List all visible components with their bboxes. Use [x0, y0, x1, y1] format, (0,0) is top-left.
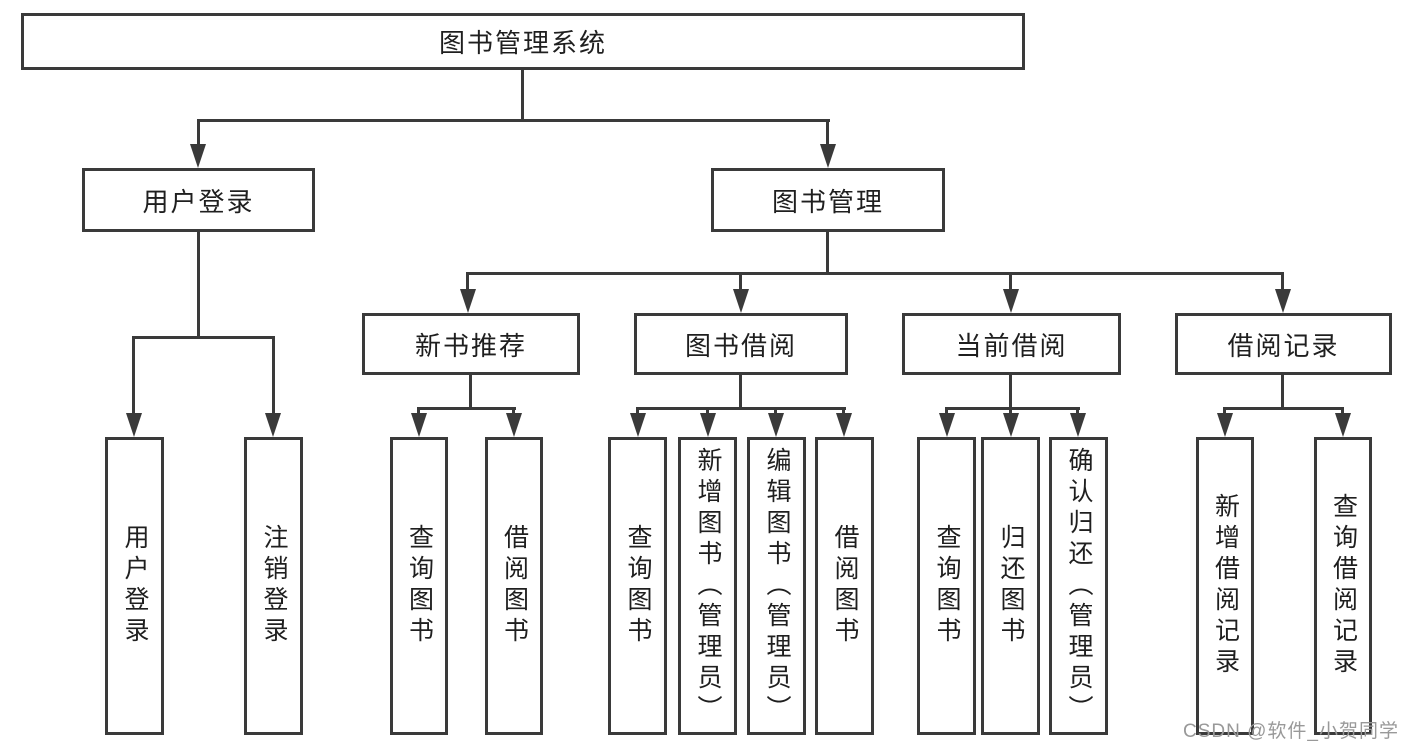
- connector-line: [417, 407, 516, 410]
- node-confirm-return-admin: 确认归还（管理员）: [1049, 437, 1108, 735]
- arrow-down-icon: [506, 413, 522, 437]
- connector-line: [417, 407, 420, 416]
- connector-line: [774, 407, 777, 416]
- connector-line: [466, 272, 469, 292]
- leaf-label: 查询借阅记录: [1329, 493, 1358, 679]
- arrow-down-icon: [630, 413, 646, 437]
- arrow-down-icon: [768, 413, 784, 437]
- node-borrow-books-2: 借阅图书: [815, 437, 874, 735]
- node-add-book-admin: 新增图书（管理员）: [678, 437, 737, 735]
- node-book-management: 图书管理: [711, 168, 945, 232]
- leaf-label: 查询图书: [933, 524, 961, 648]
- arrow-down-icon: [1070, 413, 1086, 437]
- node-borrow-books-1: 借阅图书: [485, 437, 543, 735]
- arrow-down-icon: [411, 413, 427, 437]
- connector-line: [512, 407, 515, 416]
- arrow-down-icon: [1003, 413, 1019, 437]
- connector-line: [132, 336, 275, 339]
- leaf-label: 确认归还（管理员）: [1065, 446, 1093, 726]
- node-logout: 注销登录: [244, 437, 303, 735]
- node-current-borrowing: 当前借阅: [902, 313, 1121, 375]
- connector-line: [521, 70, 524, 121]
- connector-line: [945, 407, 1080, 410]
- connector-line: [826, 119, 829, 146]
- node-query-books-3: 查询图书: [917, 437, 976, 735]
- node-borrowing-records: 借阅记录: [1175, 313, 1392, 375]
- leaf-label: 新增借阅记录: [1211, 493, 1240, 679]
- arrow-down-icon: [460, 289, 476, 313]
- connector-line: [466, 272, 1284, 275]
- arrow-down-icon: [836, 413, 852, 437]
- connector-line: [197, 232, 200, 338]
- node-new-book-recommend: 新书推荐: [362, 313, 580, 375]
- node-return-books: 归还图书: [981, 437, 1040, 735]
- arrow-down-icon: [126, 413, 142, 437]
- arrow-down-icon: [1275, 289, 1291, 313]
- connector-line: [1341, 407, 1344, 416]
- arrow-down-icon: [939, 413, 955, 437]
- node-library-management-system: 图书管理系统: [21, 13, 1025, 70]
- leaf-label: 编辑图书（管理员）: [763, 446, 791, 726]
- connector-line: [1009, 272, 1012, 292]
- node-edit-book-admin: 编辑图书（管理员）: [747, 437, 806, 735]
- node-book-borrowing: 图书借阅: [634, 313, 848, 375]
- arrow-down-icon: [1217, 413, 1233, 437]
- arrow-down-icon: [820, 144, 836, 168]
- connector-line: [1223, 407, 1226, 416]
- arrow-down-icon: [265, 413, 281, 437]
- node-user-login: 用户登录: [82, 168, 315, 232]
- connector-line: [1223, 407, 1344, 410]
- connector-line: [1281, 375, 1284, 409]
- leaf-label: 注销登录: [260, 524, 288, 648]
- connector-line: [945, 407, 948, 416]
- connector-line: [826, 232, 829, 275]
- node-user-login-leaf: 用户登录: [105, 437, 164, 735]
- connector-line: [706, 407, 709, 416]
- arrow-down-icon: [190, 144, 206, 168]
- leaf-label: 借阅图书: [500, 524, 529, 648]
- leaf-label: 借阅图书: [831, 524, 859, 648]
- connector-line: [739, 272, 742, 292]
- node-query-books-1: 查询图书: [390, 437, 448, 735]
- watermark: CSDN @软件_小贺同学: [1183, 721, 1399, 742]
- connector-line: [197, 119, 830, 122]
- connector-line: [1009, 375, 1012, 409]
- connector-line: [1009, 407, 1012, 416]
- leaf-label: 归还图书: [997, 524, 1025, 648]
- leaf-label: 查询图书: [624, 524, 652, 648]
- connector-line: [1076, 407, 1079, 416]
- connector-line: [469, 375, 472, 409]
- arrow-down-icon: [1003, 289, 1019, 313]
- connector-line: [1281, 272, 1284, 292]
- connector-line: [197, 119, 200, 146]
- connector-line: [272, 336, 275, 415]
- node-query-books-2: 查询图书: [608, 437, 667, 735]
- leaf-label: 查询图书: [405, 524, 434, 648]
- leaf-label: 用户登录: [121, 524, 149, 648]
- arrow-down-icon: [733, 289, 749, 313]
- connector-line: [132, 336, 135, 415]
- connector-line: [842, 407, 845, 416]
- connector-line: [636, 407, 639, 416]
- node-add-borrow-record: 新增借阅记录: [1196, 437, 1254, 735]
- connector-line: [636, 407, 846, 410]
- arrow-down-icon: [700, 413, 716, 437]
- connector-line: [739, 375, 742, 409]
- arrow-down-icon: [1335, 413, 1351, 437]
- node-query-borrow-record: 查询借阅记录: [1314, 437, 1372, 735]
- leaf-label: 新增图书（管理员）: [694, 446, 722, 726]
